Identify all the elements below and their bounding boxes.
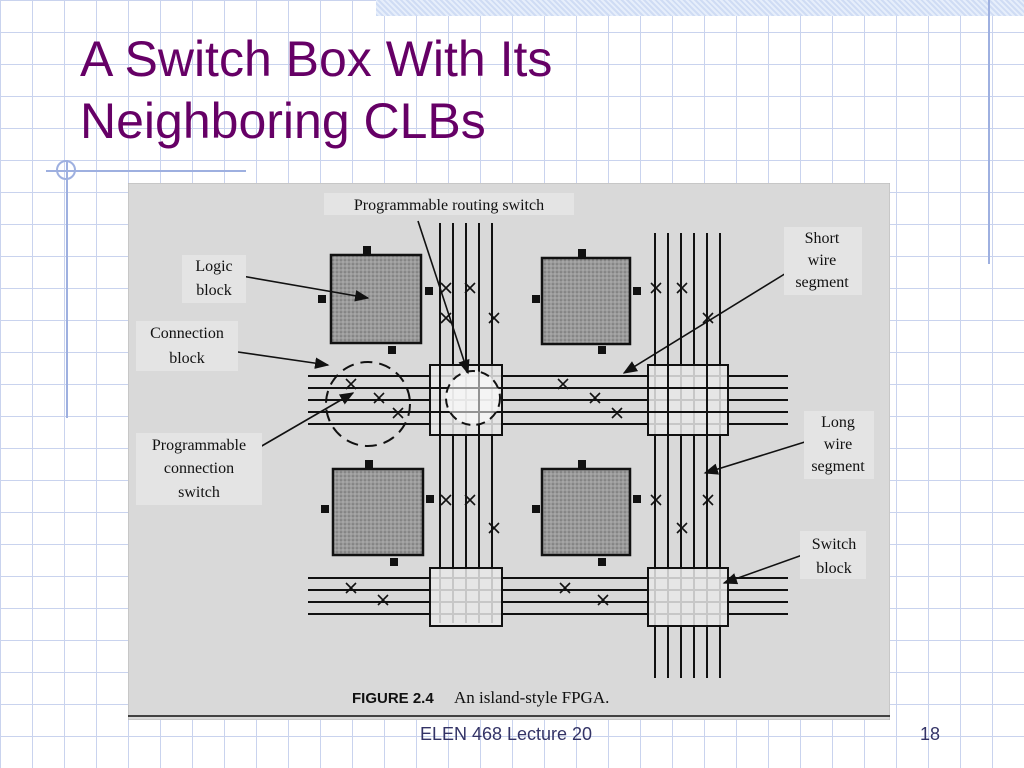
label-switch-block-1: Switch [812, 536, 856, 553]
footer-lecture: ELEN 468 Lecture 20 [419, 724, 593, 744]
title-line-2: Neighboring CLBs [80, 93, 486, 149]
connection-switches [345, 282, 714, 606]
label-connection-switch-1: Programmable [152, 437, 246, 454]
logic-block-top-left [329, 253, 423, 345]
label-short-wire-3: segment [795, 274, 849, 291]
title-line-1: A Switch Box With Its [80, 31, 553, 87]
label-routing-switch: Programmable routing switch [354, 197, 544, 214]
slide-title: A Switch Box With Its Neighboring CLBs [80, 28, 780, 152]
label-connection-switch-2: connection [164, 460, 234, 477]
page-number: 18 [919, 724, 940, 744]
label-connection-block-1: Connection [150, 325, 224, 342]
switch-block-bottom-left [429, 567, 503, 627]
label-long-wire-1: Long [821, 414, 855, 431]
label-backdrops [136, 193, 874, 579]
title-underline-decor [46, 170, 246, 172]
logic-block-top-right [540, 256, 632, 346]
switch-block-right [647, 364, 729, 436]
logic-blocks [329, 253, 632, 557]
logic-block-bottom-left [331, 467, 425, 557]
fpga-diagram: Programmable routing switch Logic block … [128, 183, 890, 720]
right-decor-line [988, 0, 990, 264]
figure-caption-label: FIGURE 2.4 [352, 690, 434, 707]
top-decor-band [376, 0, 1024, 16]
fpga-figure: Programmable routing switch Logic block … [128, 183, 890, 720]
routing-switch-highlight [445, 370, 501, 426]
label-connection-switch-3: switch [178, 484, 220, 501]
left-decor-line [66, 160, 68, 418]
label-long-wire-2: wire [824, 436, 852, 453]
label-switch-block-2: block [816, 560, 852, 577]
connection-block-highlight [325, 361, 411, 447]
crosshair-decor-icon [56, 160, 76, 180]
label-long-wire-3: segment [811, 458, 865, 475]
label-connection-block-2: block [169, 350, 205, 367]
figure-caption-text: An island-style FPGA. [454, 688, 609, 707]
block-pins [318, 246, 641, 566]
switch-block-bottom-right [647, 567, 729, 627]
label-logic-block-1: Logic [195, 258, 232, 275]
pointer-arrows [223, 220, 809, 585]
label-short-wire-2: wire [808, 252, 836, 269]
logic-block-bottom-right [540, 467, 632, 557]
label-short-wire-1: Short [805, 230, 840, 247]
label-logic-block-2: block [196, 282, 232, 299]
